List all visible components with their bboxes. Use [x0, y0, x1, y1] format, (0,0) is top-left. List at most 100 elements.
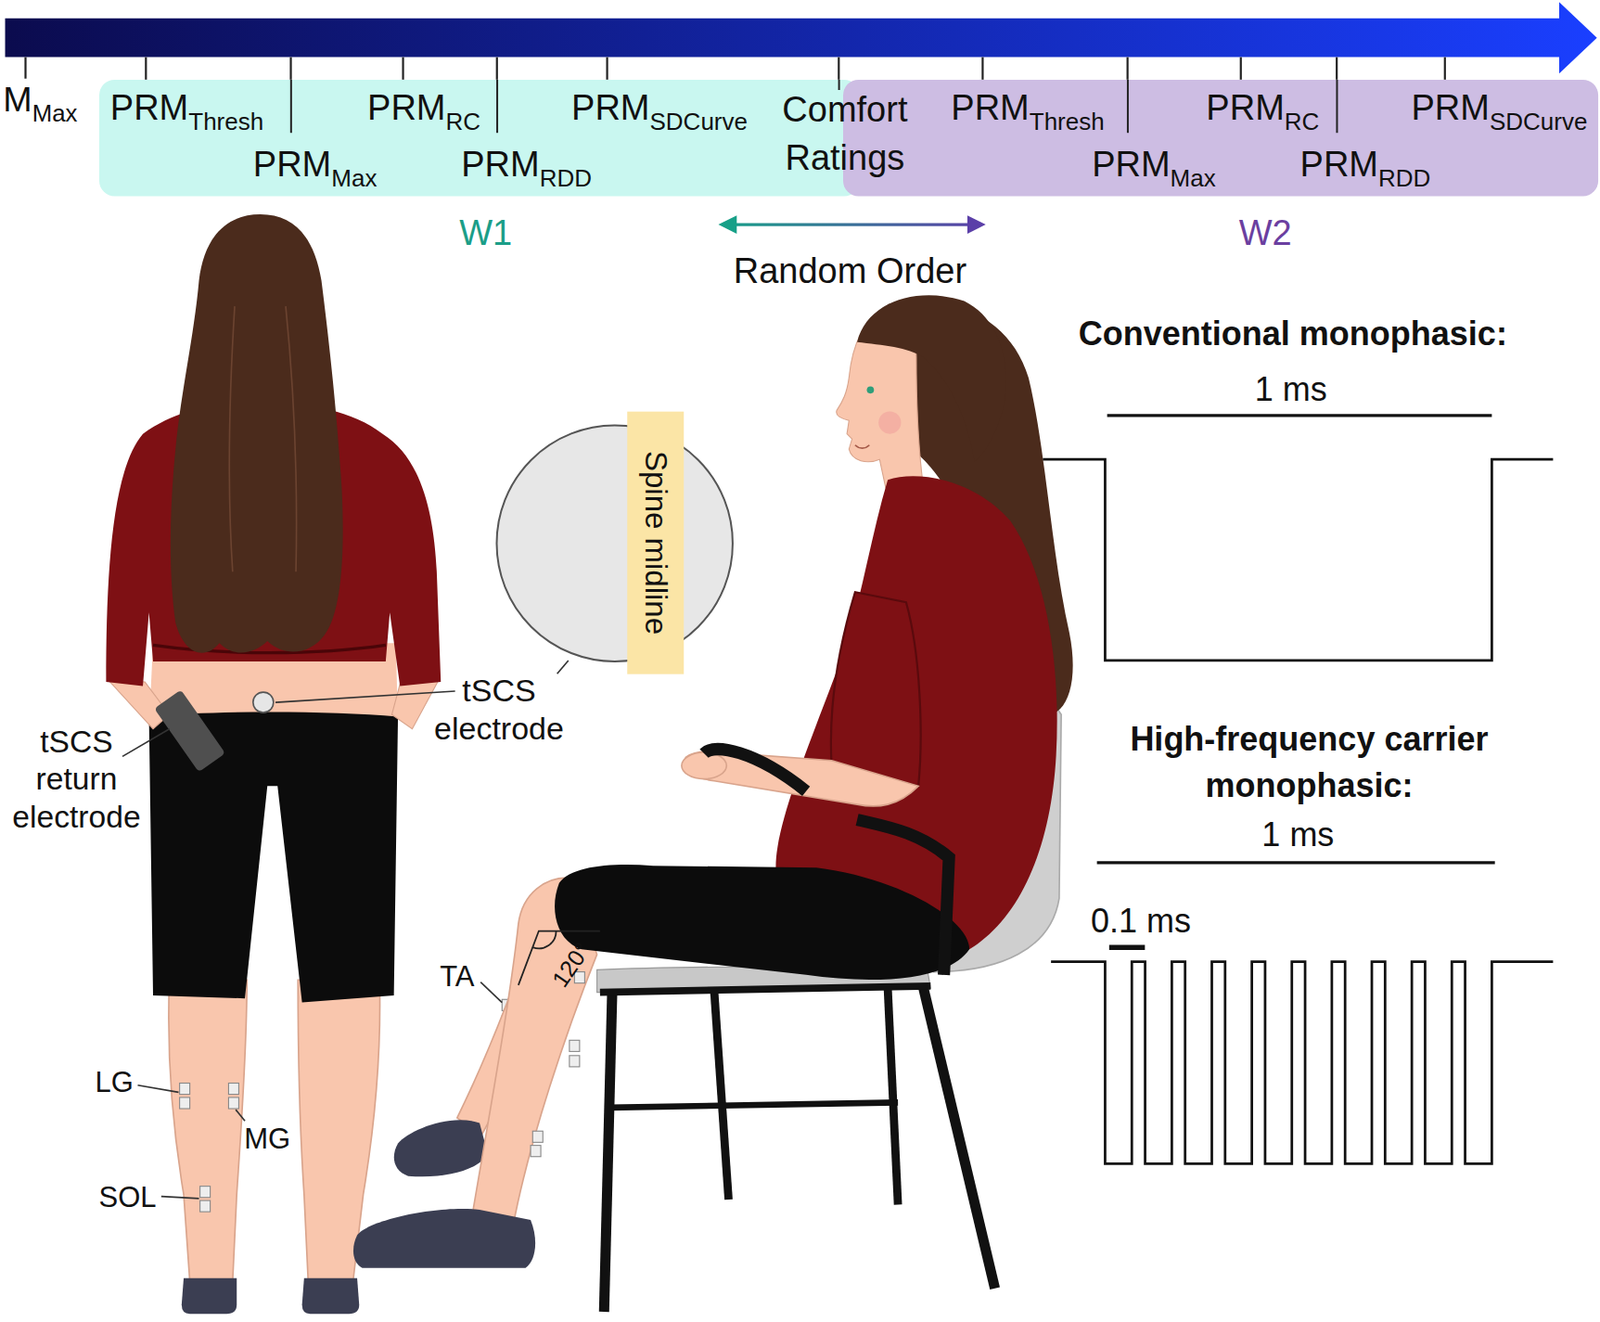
electrode-label: tSCS return electrode	[1, 723, 152, 836]
seated-figure	[855, 445, 870, 448]
label-text: PRM	[1300, 144, 1379, 184]
standing-figure	[229, 306, 296, 572]
order-arrow	[717, 215, 737, 234]
order-arrow	[717, 215, 986, 234]
label-text: PRM	[571, 88, 650, 128]
emg-sensor	[179, 1083, 191, 1095]
timeline-tick	[837, 79, 840, 90]
emg-sensor	[569, 1055, 580, 1067]
standing-figure	[391, 679, 439, 730]
timeline-tick	[981, 57, 984, 80]
order-arrow	[967, 215, 986, 234]
chair	[610, 1101, 898, 1108]
stimulation-electrode	[253, 691, 274, 713]
electrode-label: tSCS electrode	[410, 671, 587, 748]
pulse-waveform	[1042, 459, 1553, 661]
timeline-tick	[1126, 57, 1129, 80]
emg-sensor	[532, 1130, 543, 1142]
timeline-tick	[496, 57, 499, 80]
duration-bar	[1097, 415, 1496, 948]
emg-sensor	[569, 1039, 580, 1051]
seated-figure	[704, 749, 807, 792]
timeline-tick	[144, 57, 147, 80]
session-band: PRMThreshPRMMaxPRMRCPRMRDDPRMSDCurveW2	[843, 79, 1599, 196]
leader-line	[138, 1085, 180, 1093]
order-arrow	[730, 222, 974, 226]
muscle-label: LG	[95, 1067, 134, 1097]
duration-label: 1 ms	[1261, 818, 1334, 852]
label-text: W1	[459, 213, 512, 253]
emg-sensor	[179, 1097, 191, 1109]
leader-line	[480, 982, 502, 1003]
label-text: M	[2, 79, 32, 119]
seated-figure	[353, 1208, 536, 1268]
leader-line	[122, 660, 569, 1199]
measure-label: PRMSDCurve	[1410, 89, 1588, 134]
subscript-text: RC	[445, 107, 481, 136]
label-text: 120°	[546, 936, 596, 991]
label-text: High-frequency carrier monophasic:	[1129, 719, 1488, 805]
subscript-text: SDCurve	[650, 107, 748, 136]
muscle-label: MG	[243, 1124, 291, 1153]
pulse-waveform	[1050, 961, 1553, 1165]
muscle-label: TA	[439, 961, 474, 991]
knee-angle	[532, 931, 556, 949]
label-text: MG	[243, 1122, 291, 1155]
seated-figure	[554, 864, 970, 980]
subscript-text: Max	[32, 100, 78, 127]
measure-label: PRMRDD	[1300, 146, 1432, 191]
timeline-tick	[1240, 57, 1242, 80]
subscript-text: Thresh	[1029, 107, 1105, 136]
muscle-label: SOL	[99, 1182, 157, 1212]
session-band: PRMThreshPRMMaxPRMRCPRMRDDPRMSDCurveW1	[99, 79, 860, 196]
subscript-text: RDD	[1378, 164, 1431, 192]
order-label: Random Order	[733, 253, 967, 289]
time-arrow	[5, 1, 1598, 74]
timeline-label: MMax	[2, 82, 77, 127]
timeline-tick	[1335, 79, 1338, 133]
pulse-waveform	[1042, 459, 1553, 1164]
duration-bar	[1097, 860, 1496, 864]
timeline-tick	[25, 57, 1446, 80]
circle-outline	[495, 423, 734, 663]
emg-sensor	[530, 1145, 541, 1157]
label-text: Spine midline	[627, 411, 685, 675]
subscript-text: Max	[1170, 164, 1216, 192]
timeline-tick	[1126, 79, 1129, 133]
measure-label: PRMMax	[1091, 146, 1216, 191]
timeline-tick	[290, 79, 293, 133]
session-name: W1	[459, 215, 512, 251]
label-text: W2	[1239, 213, 1293, 253]
label-text: tSCS electrode	[434, 672, 564, 746]
seated-figure	[857, 294, 1007, 461]
label-text: 1 ms	[1254, 370, 1328, 409]
emg-sensor	[228, 1083, 239, 1095]
zoom-circle: Spine midline	[495, 423, 734, 663]
waveform-title: High-frequency carrier monophasic:	[1089, 716, 1529, 808]
subscript-text: Max	[331, 164, 377, 192]
chair	[600, 985, 931, 993]
circle-outline	[496, 424, 732, 661]
leader-line	[557, 660, 569, 674]
standing-figure	[105, 214, 441, 1314]
measure-label: PRMThresh	[110, 89, 264, 134]
timeline-tick	[1444, 57, 1447, 80]
leader-line	[161, 1196, 200, 1199]
measure-label: PRMMax	[253, 146, 378, 191]
standing-figure	[170, 214, 344, 653]
emg-sensor	[530, 972, 585, 1157]
label-text: PRM	[367, 88, 446, 128]
chair	[887, 987, 898, 1204]
measure-label: PRMRC	[367, 89, 481, 134]
time-arrow	[5, 1, 1598, 74]
band-fill	[843, 79, 1599, 196]
chair	[923, 987, 996, 1289]
timeline-tick	[24, 57, 26, 79]
duration-bar	[1107, 413, 1493, 417]
duration-label: 1 ms	[1254, 372, 1328, 407]
label-text: PRM	[1205, 88, 1284, 128]
timeline-tick	[401, 57, 404, 80]
